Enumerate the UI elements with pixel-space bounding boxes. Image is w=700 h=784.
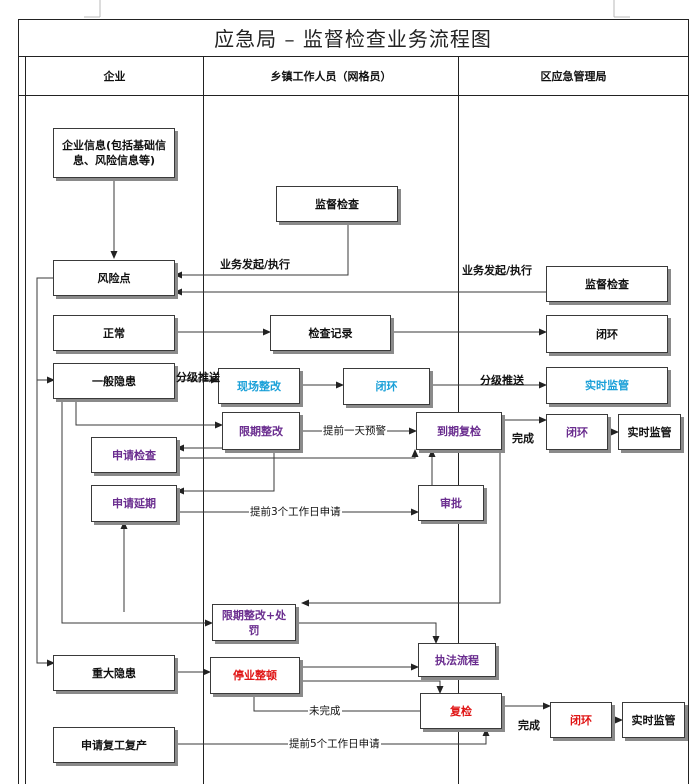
lane-header-township: 乡镇工作人员（网格员）: [270, 70, 392, 83]
node-apply-resume: 申请复工复产: [53, 727, 175, 763]
edge-label-not-complete: 未完成: [308, 705, 342, 718]
edge-label-one-day-warning: 提前一天预警: [322, 425, 387, 438]
node-major-hazard: 重大隐患: [53, 655, 175, 691]
edge-label-five-days-apply: 提前5个工作日申请: [288, 738, 381, 751]
node-check-record: 检查记录: [270, 315, 391, 351]
lane-header-district: 区应急管理局: [540, 70, 607, 83]
node-risk-point: 风险点: [53, 260, 175, 296]
diagram-title: 应急局 – 监督检查业务流程图: [214, 27, 492, 51]
edge-recheck-to-suspend: [250, 685, 420, 712]
edge-general-to-penalty: [61, 398, 213, 627]
edge-label-complete-a: 完成: [512, 432, 534, 445]
edge-label-initiate-a: 业务发起/执行: [220, 258, 291, 271]
node-apply-extension: 申请延期: [91, 485, 177, 522]
node-apply-check: 申请检查: [91, 437, 177, 473]
edge-penalty-to-enforcement: [296, 622, 440, 644]
node-due-recheck: 到期复检: [416, 412, 502, 450]
node-approve: 审批: [418, 485, 484, 521]
edge-label-complete-b: 完成: [518, 719, 540, 732]
node-realtime-monitor-3: 实时监管: [622, 702, 685, 738]
node-realtime-monitor-2: 实时监管: [618, 414, 681, 450]
edge-label-initiate-b: 业务发起/执行: [462, 264, 533, 277]
edge-due-to-penalty: [301, 450, 501, 607]
node-enforcement-process: 执法流程: [418, 643, 496, 677]
node-onsite-rectify: 现场整改: [218, 368, 300, 404]
node-deadline-rectify: 限期整改: [222, 412, 300, 450]
edge-check-to-risk: [174, 222, 349, 279]
node-realtime-monitor-1: 实时监管: [546, 367, 668, 404]
edge-label-classify-push-a: 分级推送: [176, 371, 220, 384]
edge-deadline-to-apply-ext: [176, 450, 275, 495]
node-closed-1: 闭环: [546, 315, 668, 353]
edge-risk-to-major: [36, 380, 55, 667]
edge-general-to-deadline: [75, 398, 223, 429]
node-closed-2: 闭环: [343, 368, 430, 405]
edge-label-three-days-apply: 提前3个工作日申请: [249, 506, 342, 519]
edge-resume-to-recheck: [175, 728, 490, 745]
edge-risk-to-general: [36, 277, 55, 384]
node-closed-3: 闭环: [546, 414, 608, 450]
edge-label-classify-push-b: 分级推送: [480, 374, 524, 387]
pool-border: [18, 19, 689, 784]
node-suspend-rectify: 停业整顿: [210, 657, 300, 694]
node-general-hazard: 一般隐患: [53, 363, 175, 399]
node-closed-4: 闭环: [550, 702, 612, 738]
node-enterprise-info: 企业信息(包括基础信息、风险信息等): [53, 128, 175, 178]
edge-suspend-to-recheck: [300, 680, 444, 694]
node-deadline-rectify-penalty: 限期整改+处罚: [212, 604, 296, 641]
lane-header-enterprise: 企业: [103, 70, 126, 83]
node-recheck: 复检: [420, 693, 502, 729]
node-supervise-check-a: 监督检查: [276, 186, 398, 222]
node-supervise-check-b: 监督检查: [546, 266, 668, 302]
node-normal: 正常: [53, 315, 175, 351]
edge-apply-check-to-due: [177, 449, 419, 459]
